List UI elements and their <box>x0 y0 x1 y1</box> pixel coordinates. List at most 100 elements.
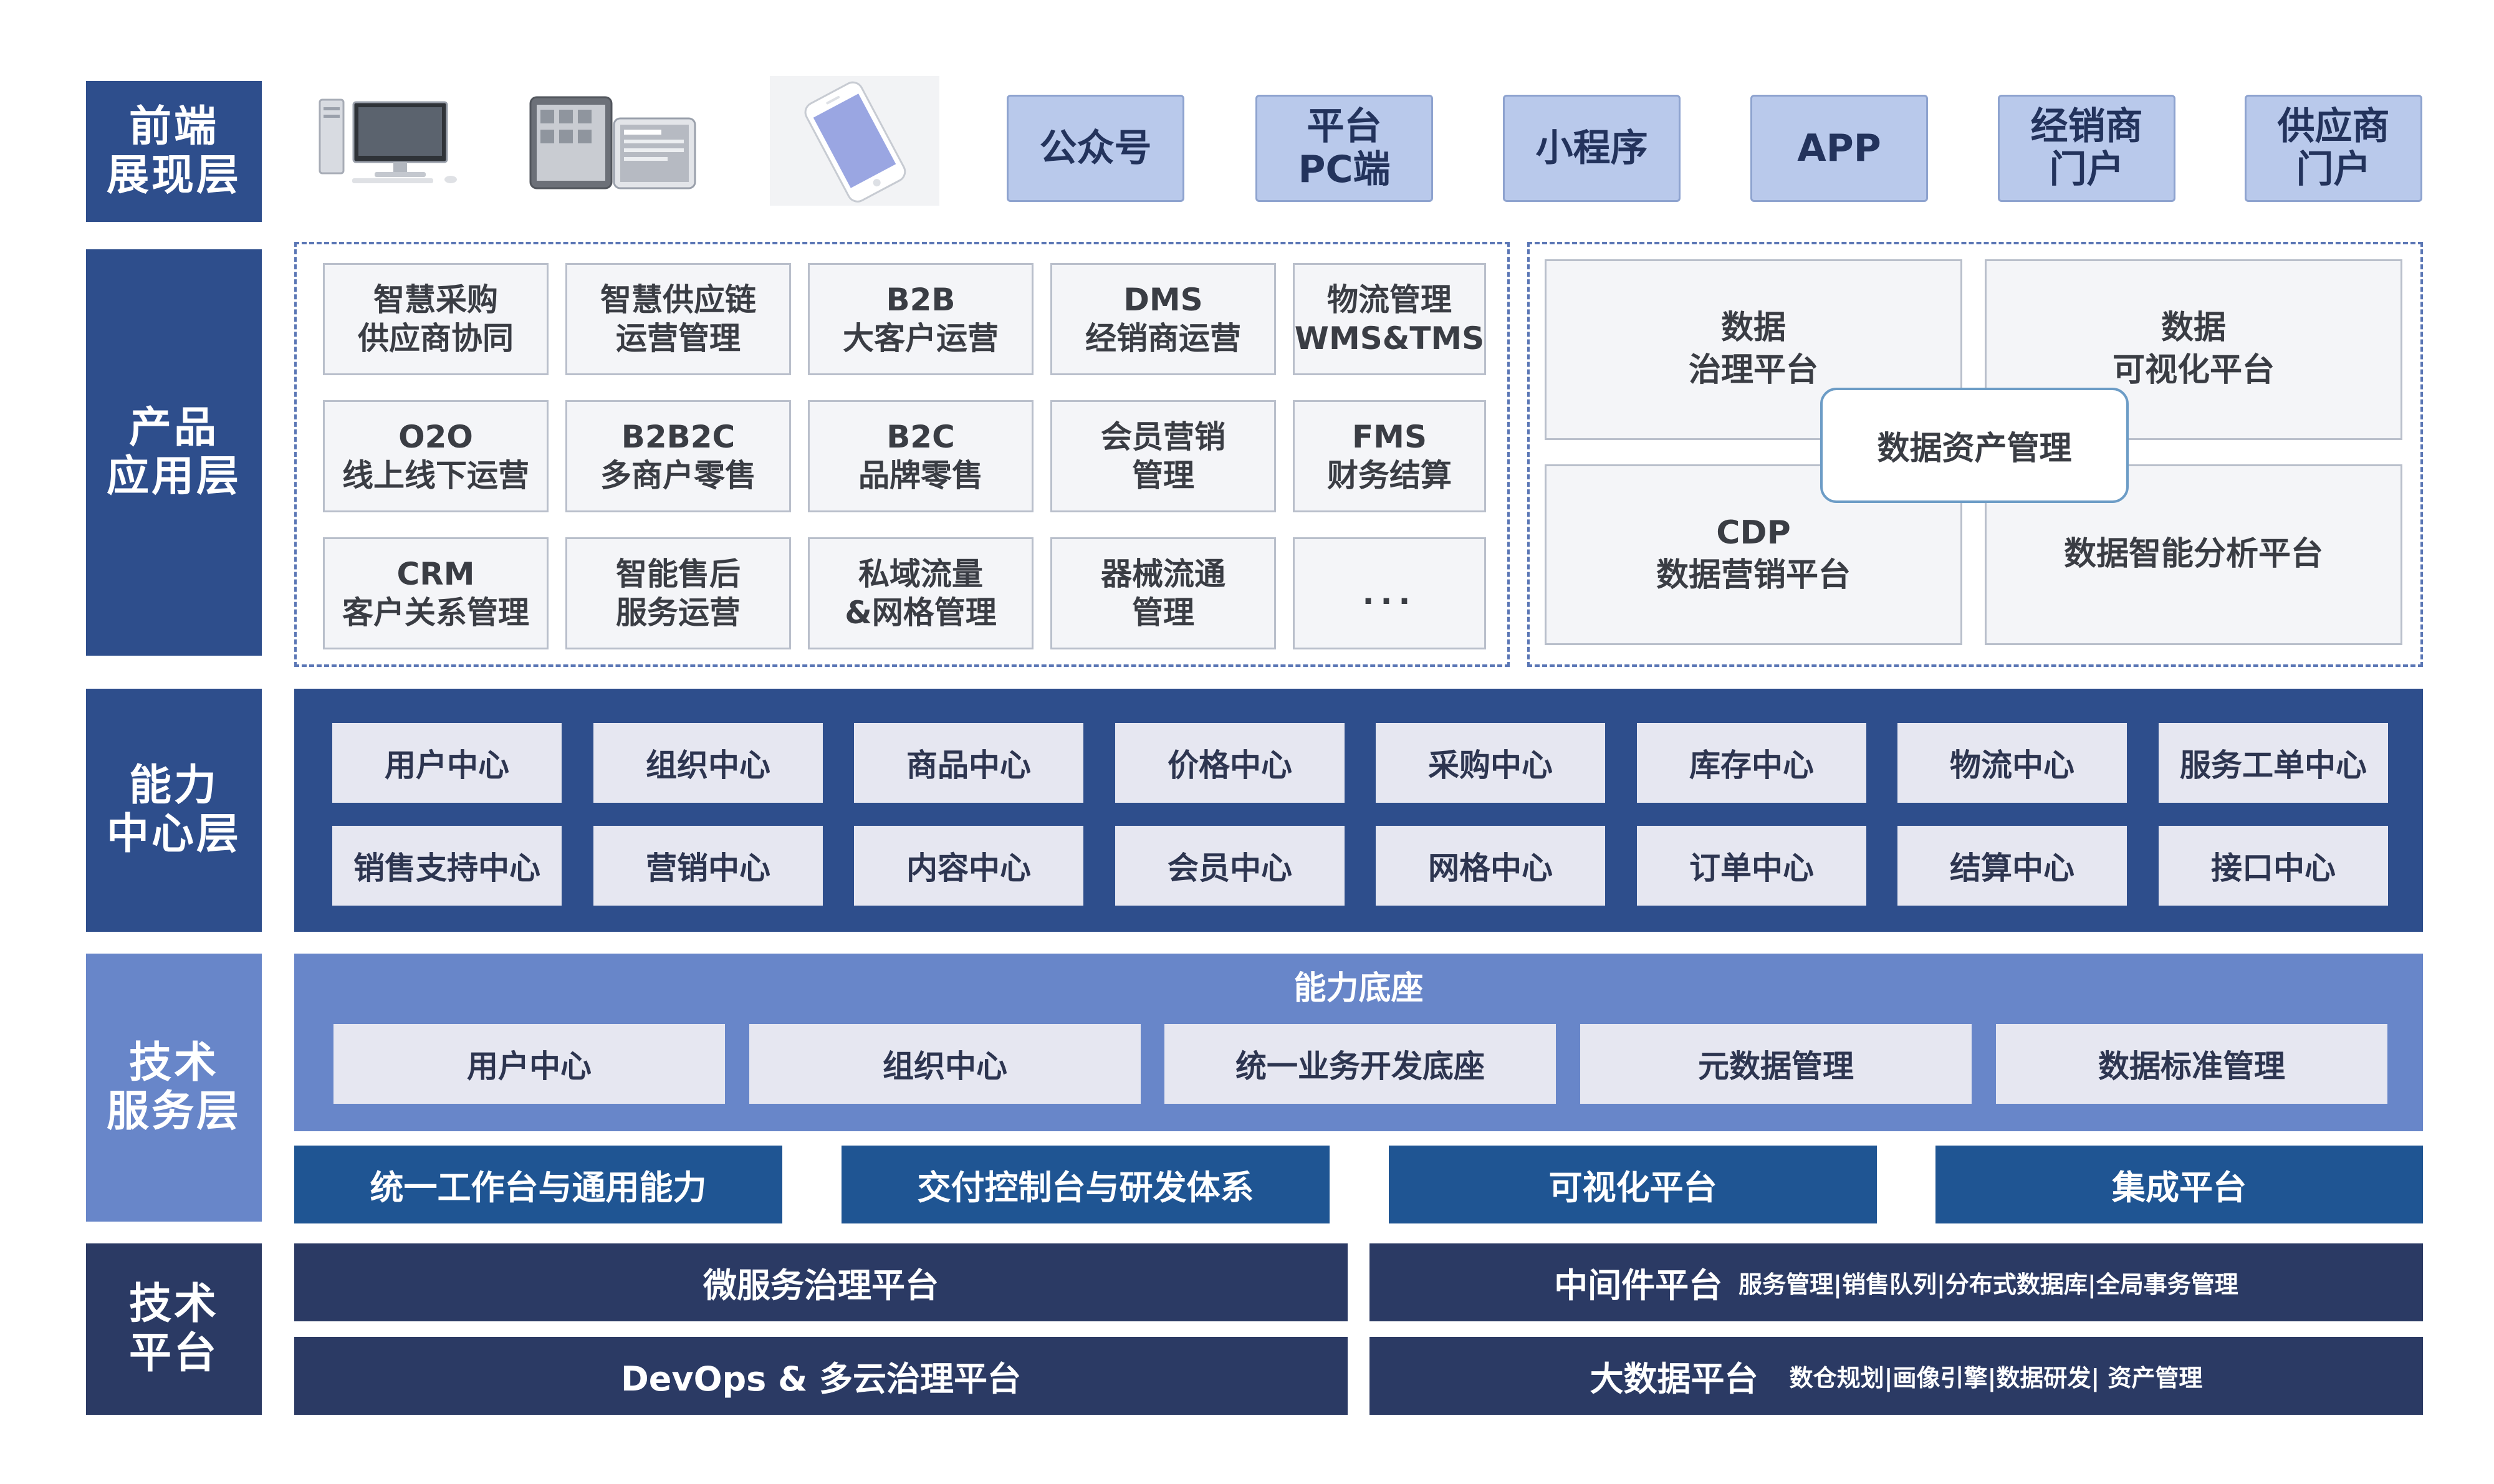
cap-content-center-label: 内容中心 <box>906 850 1031 886</box>
cap-member-center[interactable]: 会员中心 <box>1115 826 1345 906</box>
bar-delivery-console-label: 交付控制台与研发体系 <box>917 1168 1254 1207</box>
app-b2c-label: B2C 品牌零售 <box>858 418 983 494</box>
layer-label-tech-service-text: 技术 服务层 <box>106 1038 241 1136</box>
tablet-devices-icon <box>527 93 698 192</box>
app-smart-supply-chain[interactable]: 智慧供应链 运营管理 <box>565 263 791 375</box>
cap-price-center[interactable]: 价格中心 <box>1115 723 1345 803</box>
bar-unified-workbench[interactable]: 统一工作台与通用能力 <box>294 1146 782 1223</box>
app-b2b2c-label: B2B2C 多商户零售 <box>600 418 756 494</box>
cap-purchase-center-label: 采购中心 <box>1428 747 1553 783</box>
app-fms-label: FMS 财务结算 <box>1327 418 1452 494</box>
cap-settlement-center[interactable]: 结算中心 <box>1897 826 2127 906</box>
channel-dealer-portal-button[interactable]: 经销商 门户 <box>1998 95 2175 202</box>
cap-user-center[interactable]: 用户中心 <box>332 723 562 803</box>
channel-miniprogram-button[interactable]: 小程序 <box>1503 95 1681 202</box>
base-data-standard-mgmt[interactable]: 数据标准管理 <box>1996 1024 2387 1104</box>
app-o2o[interactable]: O2O 线上线下运营 <box>323 400 549 512</box>
layer-label-frontend: 前端 展现层 <box>86 81 262 222</box>
app-crm[interactable]: CRM 客户关系管理 <box>323 537 549 649</box>
app-fms[interactable]: FMS 财务结算 <box>1293 400 1486 512</box>
app-logistics[interactable]: 物流管理 WMS&TMS <box>1293 263 1486 375</box>
bigdata-platform-label: 大数据平台 <box>1590 1359 1758 1399</box>
cap-order-center[interactable]: 订单中心 <box>1637 826 1866 906</box>
app-after-sales[interactable]: 智能售后 服务运营 <box>565 537 791 649</box>
cap-content-center[interactable]: 内容中心 <box>854 826 1083 906</box>
channel-wechat-official-button[interactable]: 公众号 <box>1007 95 1184 202</box>
cap-service-ticket-center-label: 服务工单中心 <box>2180 747 2367 783</box>
channel-supplier-portal-button[interactable]: 供应商 门户 <box>2245 95 2422 202</box>
app-crm-label: CRM 客户关系管理 <box>342 555 529 631</box>
bar-integration-platform-label: 集成平台 <box>2112 1168 2247 1207</box>
base-org-center[interactable]: 组织中心 <box>749 1024 1141 1104</box>
capability-base-title-text: 能力底座 <box>1293 969 1424 1007</box>
app-member-marketing[interactable]: 会员营销 管理 <box>1050 400 1276 512</box>
capability-base-title: 能力底座 <box>294 960 2423 1010</box>
app-o2o-label: O2O 线上线下运营 <box>342 418 529 494</box>
app-b2b2c[interactable]: B2B2C 多商户零售 <box>565 400 791 512</box>
base-user-center[interactable]: 用户中心 <box>333 1024 725 1104</box>
desktop-computer-icon <box>315 93 471 187</box>
app-dms[interactable]: DMS 经销商运营 <box>1050 263 1276 375</box>
channel-pc-button[interactable]: 平台 PC端 <box>1255 95 1433 202</box>
data-asset-management[interactable]: 数据资产管理 <box>1820 388 2129 503</box>
base-metadata-mgmt-label: 元数据管理 <box>1698 1048 1854 1084</box>
middleware-platform-bar[interactable]: 中间件平台 服务管理|销售队列|分布式数据库|全局事务管理 <box>1369 1243 2423 1321</box>
cap-member-center-label: 会员中心 <box>1168 850 1292 886</box>
cap-order-center-label: 订单中心 <box>1689 850 1814 886</box>
base-unified-dev-label: 统一业务开发底座 <box>1235 1048 1485 1084</box>
cap-inventory-center[interactable]: 库存中心 <box>1637 723 1866 803</box>
bar-visualization-platform[interactable]: 可视化平台 <box>1389 1146 1877 1223</box>
cap-settlement-center-label: 结算中心 <box>1950 850 2074 886</box>
layer-label-product: 产品 应用层 <box>86 249 262 656</box>
devops-multicloud-label: DevOps & 多云治理平台 <box>620 1359 1022 1399</box>
base-user-center-label: 用户中心 <box>467 1048 592 1084</box>
data-governance-label: 数据 治理平台 <box>1688 309 1818 389</box>
data-asset-management-label: 数据资产管理 <box>1877 430 2072 467</box>
layer-label-frontend-text: 前端 展现层 <box>106 102 241 200</box>
channel-supplier-portal-label: 供应商 门户 <box>2277 105 2390 191</box>
cap-org-center-label: 组织中心 <box>646 747 770 783</box>
app-more[interactable]: ... <box>1293 537 1486 649</box>
cap-logistics-center[interactable]: 物流中心 <box>1897 723 2127 803</box>
app-b2b[interactable]: B2B 大客户运营 <box>808 263 1034 375</box>
middleware-platform-sublabel: 服务管理|销售队列|分布式数据库|全局事务管理 <box>1739 1271 2238 1298</box>
cap-org-center[interactable]: 组织中心 <box>593 723 823 803</box>
channel-app-label: APP <box>1797 126 1881 170</box>
data-intelligence-platform[interactable]: 数据智能分析平台 <box>1985 464 2402 645</box>
cap-user-center-label: 用户中心 <box>385 747 509 783</box>
cap-interface-center[interactable]: 接口中心 <box>2159 826 2388 906</box>
app-device-circulation[interactable]: 器械流通 管理 <box>1050 537 1276 649</box>
bigdata-platform-bar[interactable]: 大数据平台 数仓规划|画像引擎|数据研发| 资产管理 <box>1369 1337 2423 1415</box>
channel-app-button[interactable]: APP <box>1750 95 1928 202</box>
bigdata-platform-sublabel: 数仓规划|画像引擎|数据研发| 资产管理 <box>1789 1364 2203 1392</box>
channel-miniprogram-label: 小程序 <box>1535 126 1648 170</box>
bar-integration-platform[interactable]: 集成平台 <box>1935 1146 2423 1223</box>
bar-delivery-console[interactable]: 交付控制台与研发体系 <box>842 1146 1330 1223</box>
app-after-sales-label: 智能售后 服务运营 <box>616 555 741 631</box>
app-private-traffic-label: 私域流量 &网格管理 <box>845 555 997 631</box>
app-smart-procurement[interactable]: 智慧采购 供应商协同 <box>323 263 549 375</box>
cap-sales-support-center[interactable]: 销售支持中心 <box>332 826 562 906</box>
base-data-standard-mgmt-label: 数据标准管理 <box>2098 1048 2285 1084</box>
cap-interface-center-label: 接口中心 <box>2211 850 2336 886</box>
base-metadata-mgmt[interactable]: 元数据管理 <box>1580 1024 1972 1104</box>
base-unified-dev[interactable]: 统一业务开发底座 <box>1164 1024 1556 1104</box>
cap-product-center[interactable]: 商品中心 <box>854 723 1083 803</box>
bar-unified-workbench-label: 统一工作台与通用能力 <box>370 1168 707 1207</box>
layer-label-capability-text: 能力 中心层 <box>106 760 241 859</box>
channel-pc-label: 平台 PC端 <box>1298 105 1391 191</box>
cap-grid-center[interactable]: 网格中心 <box>1376 826 1605 906</box>
app-smart-supply-chain-label: 智慧供应链 运营管理 <box>600 281 756 357</box>
microservice-governance-label: 微服务治理平台 <box>703 1266 939 1305</box>
app-private-traffic[interactable]: 私域流量 &网格管理 <box>808 537 1034 649</box>
app-dms-label: DMS 经销商运营 <box>1085 281 1241 357</box>
cap-marketing-center[interactable]: 营销中心 <box>593 826 823 906</box>
cap-purchase-center[interactable]: 采购中心 <box>1376 723 1605 803</box>
cap-service-ticket-center[interactable]: 服务工单中心 <box>2159 723 2388 803</box>
app-b2c[interactable]: B2C 品牌零售 <box>808 400 1034 512</box>
app-logistics-label: 物流管理 WMS&TMS <box>1294 281 1485 357</box>
layer-label-tech-platform-text: 技术 平台 <box>128 1280 219 1378</box>
cdp-marketing-label: CDP 数据营销平台 <box>1656 514 1851 594</box>
devops-multicloud-bar[interactable]: DevOps & 多云治理平台 <box>294 1337 1348 1415</box>
microservice-governance-bar[interactable]: 微服务治理平台 <box>294 1243 1348 1321</box>
